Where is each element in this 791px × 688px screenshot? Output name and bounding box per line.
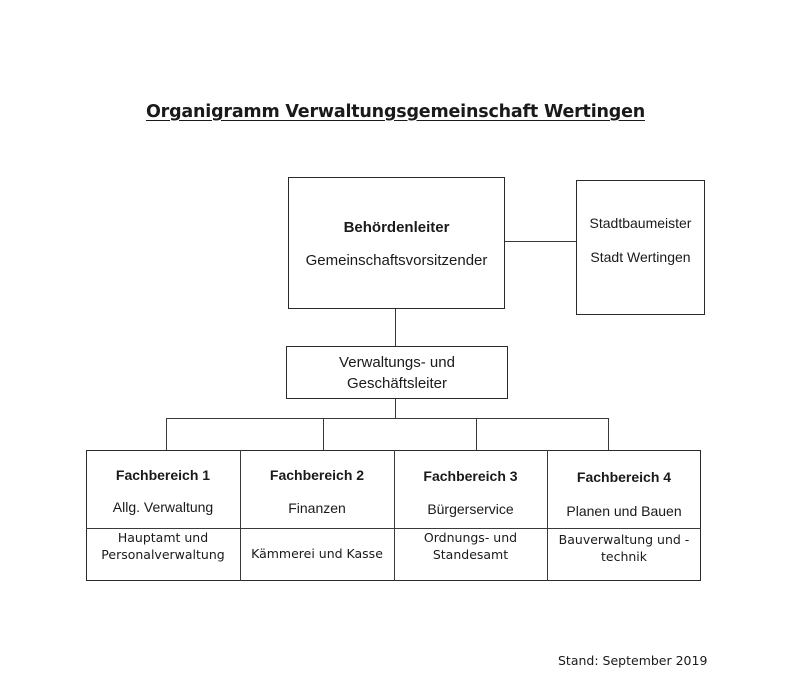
department-head: Fachbereich 2 xyxy=(269,467,365,483)
leader-box: Behördenleiter Gemeinschaftsvorsitzender xyxy=(288,177,505,309)
department-units-line1: Hauptamt und xyxy=(117,530,209,545)
department-units-line1: Ordnungs- und xyxy=(423,530,518,545)
department-cell-1: Fachbereich 1 Allg. Verwaltung Hauptamt … xyxy=(86,450,240,581)
department-cell-4: Fachbereich 4 Planen und Bauen Bauverwal… xyxy=(547,450,701,581)
connector-management-bar xyxy=(395,399,397,418)
department-units-line1: Bauverwaltung und - xyxy=(558,532,690,547)
department-head: Fachbereich 4 xyxy=(576,469,672,485)
connector-leader-management xyxy=(395,309,397,346)
department-units-line2: Standesamt xyxy=(432,547,509,562)
departments-separator xyxy=(86,528,701,530)
department-units-line1: Kämmerei und Kasse xyxy=(251,546,383,561)
department-units-line2: technik xyxy=(600,549,648,564)
department-name: Bürgerservice xyxy=(427,501,514,517)
side-box-line2: Stadt Wertingen xyxy=(590,249,691,265)
management-line1: Verwaltungs- und xyxy=(339,354,455,371)
department-head: Fachbereich 1 xyxy=(115,467,211,483)
department-divider-2 xyxy=(394,450,396,581)
connector-leader-side xyxy=(505,241,576,243)
management-line2: Geschäftsleiter xyxy=(346,375,448,392)
chart-title-text: Organigramm Verwaltungsgemeinschaft Wert… xyxy=(145,102,646,122)
departments-table xyxy=(86,450,701,581)
footer-status-date: Stand: September 2019 xyxy=(558,653,708,668)
department-head: Fachbereich 3 xyxy=(423,468,518,484)
drop-fachbereich-1 xyxy=(166,418,168,450)
department-name: Planen und Bauen xyxy=(566,503,682,519)
drop-fachbereich-3 xyxy=(476,418,478,450)
drop-fachbereich-2 xyxy=(323,418,325,450)
department-name: Finanzen xyxy=(288,500,346,516)
side-box-line1: Stadtbaumeister xyxy=(589,215,692,231)
department-cell-3: Fachbereich 3 Bürgerservice Ordnungs- un… xyxy=(394,450,547,581)
distribution-bar xyxy=(166,418,609,420)
department-divider-1 xyxy=(240,450,242,581)
department-cell-2: Fachbereich 2 Finanzen Kämmerei und Kass… xyxy=(240,450,394,581)
department-divider-3 xyxy=(547,450,549,581)
management-box: Verwaltungs- und Geschäftsleiter xyxy=(286,346,508,399)
drop-fachbereich-4 xyxy=(608,418,610,450)
chart-title: Organigramm Verwaltungsgemeinschaft Wert… xyxy=(0,102,791,122)
department-units-line2: Personalverwaltung xyxy=(101,547,225,562)
leader-subtitle: Gemeinschaftsvorsitzender xyxy=(305,252,488,269)
department-name: Allg. Verwaltung xyxy=(112,499,214,515)
side-box: Stadtbaumeister Stadt Wertingen xyxy=(576,180,705,315)
leader-title: Behördenleiter xyxy=(343,219,450,236)
